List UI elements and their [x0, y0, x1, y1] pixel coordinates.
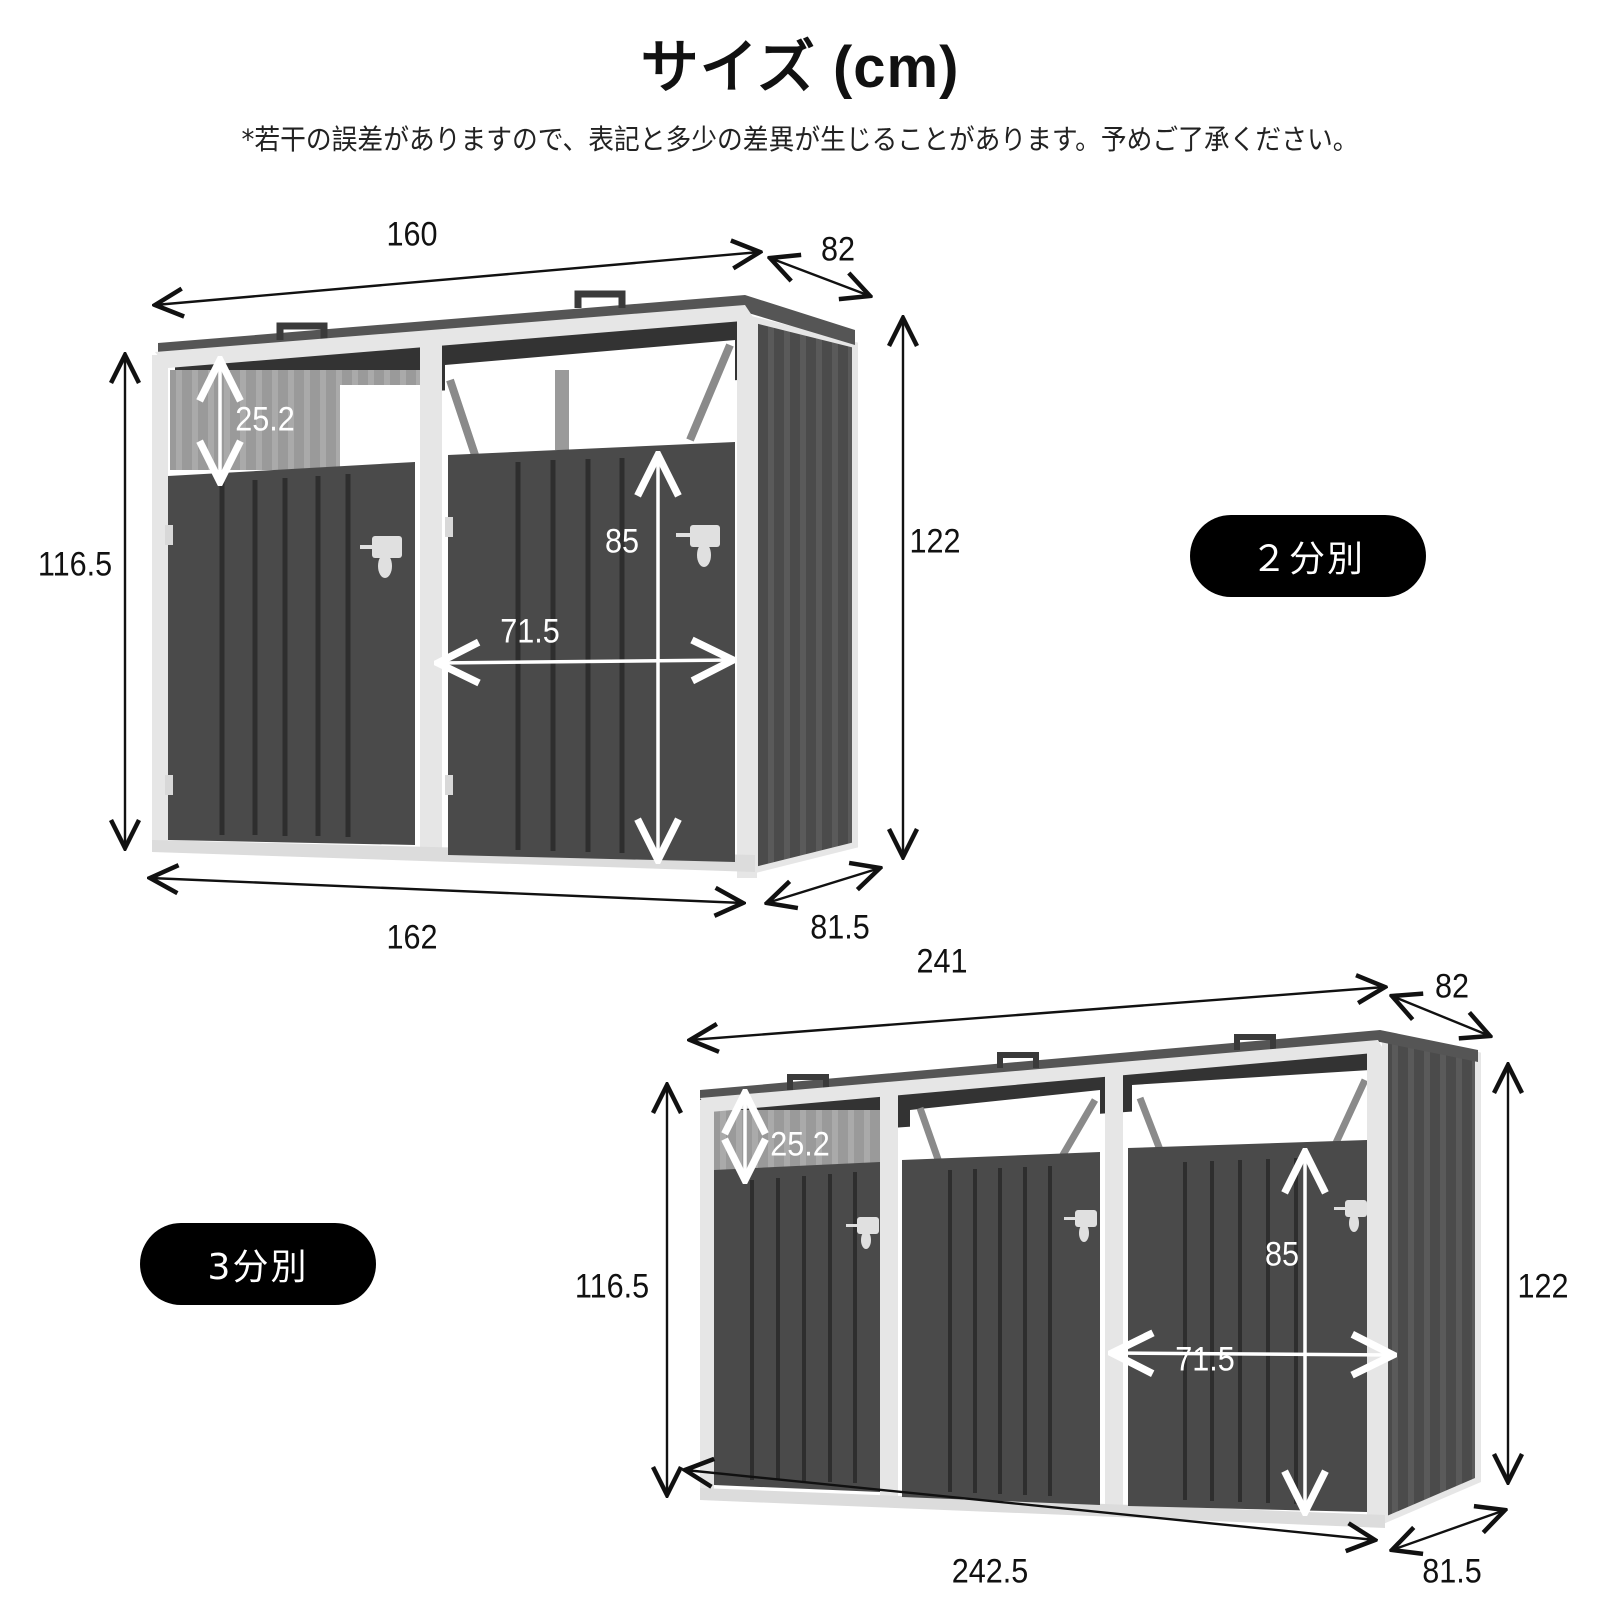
dim-3-front-height: 116.5 — [574, 1267, 650, 1306]
dim-2-bottom-depth: 81.5 — [810, 908, 870, 947]
dim-2-back-height: 122 — [909, 522, 961, 561]
dim-3-bottom-depth: 81.5 — [1422, 1552, 1482, 1591]
dim-3-top-depth: 82 — [1434, 967, 1470, 1006]
dim-3-door-width: 71.5 — [1175, 1340, 1235, 1379]
dimension-arrows-2 — [125, 252, 903, 903]
dim-3-door-height: 85 — [1264, 1235, 1300, 1274]
dim-2-door-height: 85 — [604, 522, 640, 561]
dim-2-top-width: 160 — [386, 215, 438, 254]
page-title: サイズ (cm) — [640, 35, 960, 100]
shed-3 — [700, 1030, 1481, 1528]
dim-2-door-width: 71.5 — [500, 612, 560, 651]
dimension-arrows-3 — [667, 987, 1508, 1550]
dim-2-front-height: 116.5 — [37, 545, 113, 584]
badge-2-compartment: ２分別 — [1190, 515, 1426, 597]
dim-3-bottom-width: 242.5 — [951, 1552, 1029, 1591]
dim-2-bottom-width: 162 — [386, 918, 438, 957]
dim-3-top-width: 241 — [916, 942, 968, 981]
badge-3-compartment: 3分別 — [140, 1223, 376, 1305]
dim-3-opening-height: 25.2 — [770, 1125, 830, 1164]
dim-2-top-depth: 82 — [820, 230, 856, 269]
shed-2 — [152, 290, 858, 878]
inner-arrows-3 — [745, 1093, 1393, 1512]
latch-icon — [360, 525, 720, 578]
inner-arrows-2 — [220, 360, 733, 860]
dim-2-opening-height: 25.2 — [235, 400, 295, 439]
tolerance-note: *若干の誤差がありますので、表記と多少の差異が生じることがあります。予めご了承く… — [241, 123, 1359, 156]
dim-3-back-height: 122 — [1517, 1267, 1569, 1306]
latch-icon — [846, 1200, 1367, 1249]
